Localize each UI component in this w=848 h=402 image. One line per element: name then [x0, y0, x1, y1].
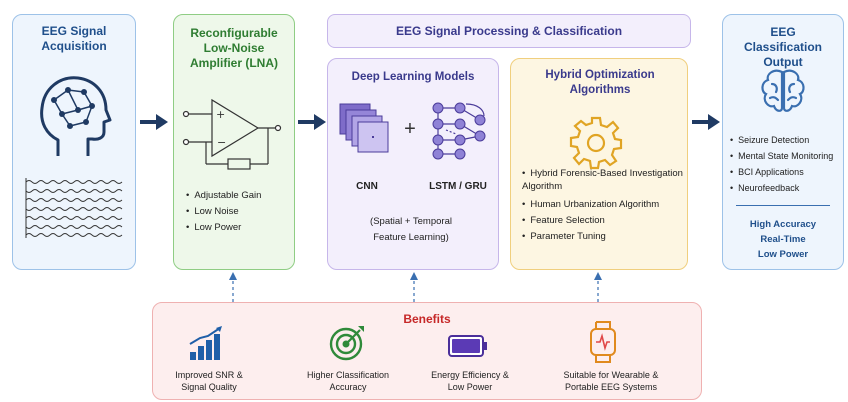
hybrid-title: Hybrid Optimization Algorithms	[545, 69, 655, 96]
bar-chart-icon	[189, 326, 222, 360]
output-highlight: High Accuracy	[749, 219, 817, 230]
lstm-network-icon	[432, 102, 486, 160]
lna-title: Reconfigurable Low-Noise Amplifier (LNA)	[190, 26, 278, 70]
output-bullet: Mental State Monitoring	[730, 148, 846, 164]
svg-text:−: −	[217, 136, 226, 149]
hybrid-bullet: Hybrid Forensic-Based Investigation Algo…	[522, 167, 686, 193]
benefit-label: Energy Efficiency & Low Power	[431, 370, 509, 392]
acquisition-title: EEG Signal Acquisition	[41, 24, 107, 53]
processing-header-title: EEG Signal Processing & Classification	[395, 24, 623, 38]
flow-arrow-2	[298, 114, 326, 130]
battery-icon	[448, 335, 487, 357]
benefit-label: Higher Classification Accuracy	[306, 370, 390, 392]
output-bullet: Seizure Detection	[730, 132, 846, 148]
lna-bullet: Low Power	[186, 220, 290, 236]
deep-learning-title: Deep Learning Models	[351, 71, 475, 83]
deep-learning-panel	[327, 58, 499, 270]
eeg-waveform-icon	[25, 178, 123, 238]
output-highlight: Low Power	[757, 249, 809, 260]
hybrid-bullets: Hybrid Forensic-Based Investigation Algo…	[522, 167, 686, 245]
output-highlight: Real-Time	[760, 234, 806, 245]
benefits-panel	[152, 302, 702, 400]
lna-bullet: Adjustable Gain	[186, 188, 290, 204]
benefit-label: Improved SNR & Signal Quality	[175, 370, 243, 392]
benefits-title: Benefits	[403, 312, 451, 326]
hybrid-bullet: Feature Selection	[522, 213, 686, 229]
hybrid-bullet: Parameter Tuning	[522, 229, 686, 245]
target-icon	[329, 326, 364, 361]
lna-bullets: Adjustable Gain Low Noise Low Power	[186, 188, 290, 236]
brain-head-icon	[40, 76, 112, 156]
output-title: EEG Classification Output	[743, 25, 823, 69]
brain-icon	[761, 69, 805, 112]
svg-text:+: +	[216, 108, 225, 121]
lna-bullet: Low Noise	[186, 204, 290, 220]
hybrid-bullet: Human Urbanization Algorithm	[522, 197, 686, 213]
deep-learning-note: (Spatial + Temporal Feature Learning)	[370, 216, 452, 243]
output-bullet: Neurofeedback	[730, 180, 846, 196]
cnn-label: CNN	[356, 181, 378, 192]
plus-sign: +	[404, 118, 416, 140]
output-divider	[736, 205, 830, 206]
output-bullets: Seizure Detection Mental State Monitorin…	[730, 132, 846, 196]
processing-header	[327, 14, 691, 48]
cnn-layers-icon	[339, 103, 389, 153]
op-amp-circuit-icon: + −	[182, 98, 282, 170]
lstm-label: LSTM / GRU	[429, 181, 487, 192]
output-bullet: BCI Applications	[730, 164, 846, 180]
benefit-label: Suitable for Wearable & Portable EEG Sys…	[563, 370, 659, 392]
output-highlights: High Accuracy Real-Time Low Power	[730, 217, 836, 262]
flow-arrow-1	[140, 114, 168, 130]
smartwatch-icon	[590, 321, 616, 363]
flow-arrow-3	[692, 114, 720, 130]
